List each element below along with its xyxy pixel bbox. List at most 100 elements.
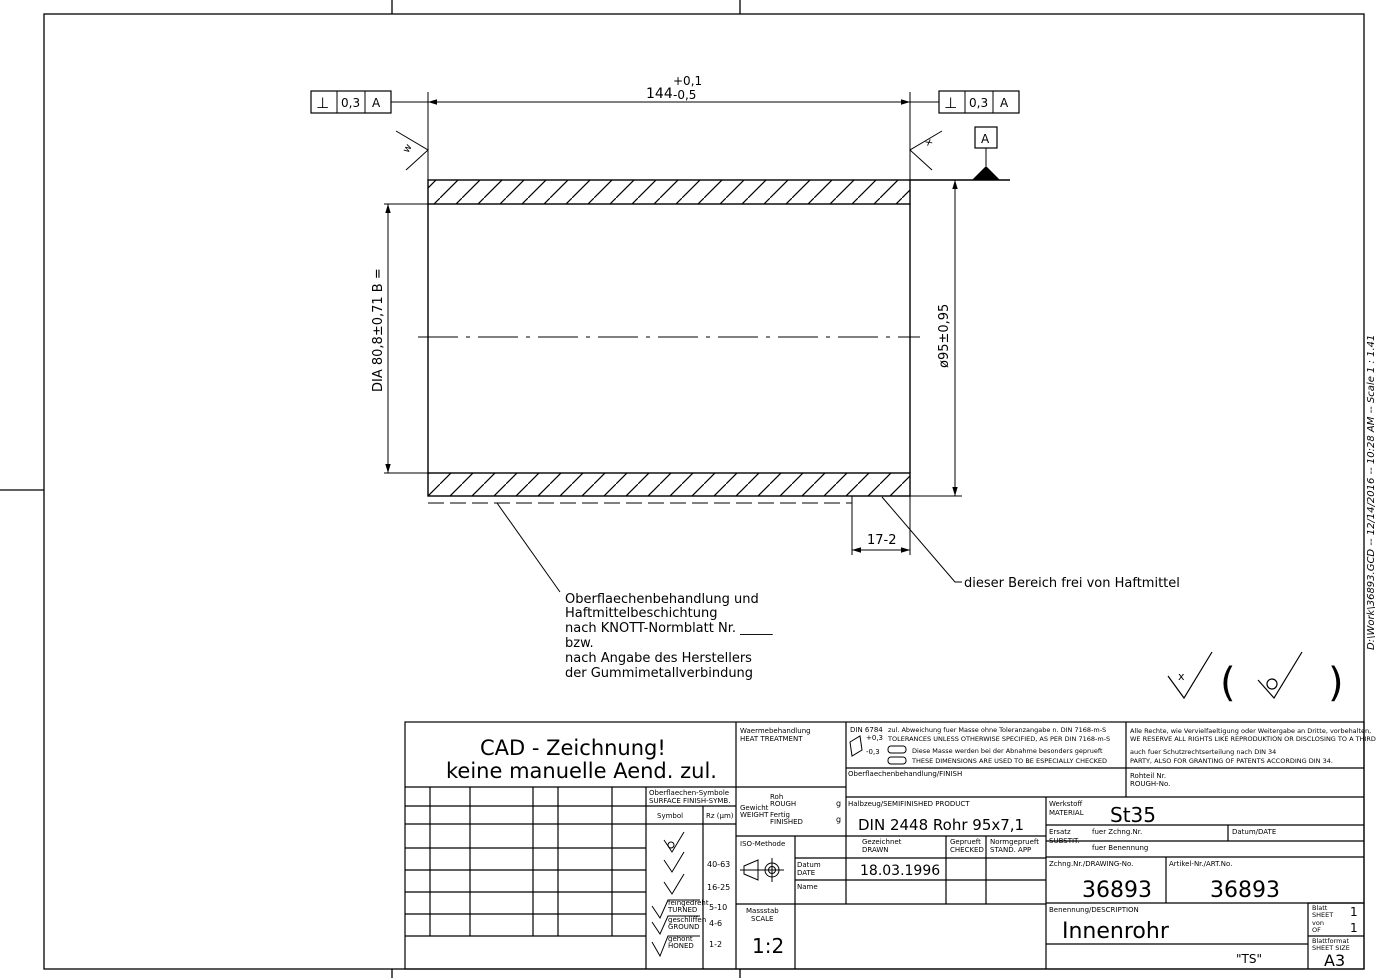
svg-text:zul. Abweichung fuer Masse ohn: zul. Abweichung fuer Masse ohne Toleranz… (888, 726, 1106, 734)
svg-text:HONED: HONED (668, 942, 694, 950)
svg-text:geschliffen: geschliffen (668, 916, 706, 924)
svg-text:g: g (836, 799, 841, 808)
svg-text:-0,3: -0,3 (866, 748, 880, 756)
svg-text:DATE: DATE (797, 869, 815, 877)
surface-mark-left: w (395, 130, 429, 171)
svg-text:GROUND: GROUND (668, 923, 700, 931)
file-path-note: D:\Work\36893.GCD -- 12/14/2016 -- 10:28… (1366, 335, 1376, 650)
svg-text:Blatt: Blatt (1312, 904, 1328, 912)
svg-text:SHEET SIZE: SHEET SIZE (1312, 944, 1350, 952)
svg-text:ROUGH: ROUGH (770, 800, 796, 808)
coating-leader (496, 502, 561, 593)
svg-text:17-2: 17-2 (867, 533, 897, 548)
svg-text:SUBSTIT.: SUBSTIT. (1049, 837, 1080, 845)
svg-text:auch fuer Schutzrechtserteilun: auch fuer Schutzrechtserteilung nach DIN… (1130, 748, 1276, 756)
svg-text:Oberflaechenbehandlung und: Oberflaechenbehandlung und (565, 592, 759, 607)
tolerance-frame-left: ⊥ 0,3 A (310, 90, 428, 114)
surface-mark-w: w (401, 142, 415, 155)
svg-text:1: 1 (1350, 905, 1358, 919)
svg-text:der Gummimetallverbindung: der Gummimetallverbindung (565, 666, 753, 681)
svg-text:1-2: 1-2 (709, 940, 722, 949)
svg-text:OF: OF (1312, 926, 1321, 934)
svg-text:MATERIAL: MATERIAL (1049, 809, 1084, 817)
datum-a-symbol: A (972, 126, 1000, 180)
svg-text:nach KNOTT-Normblatt Nr. _____: nach KNOTT-Normblatt Nr. _____ (565, 621, 773, 636)
svg-text:STAND. APP: STAND. APP (990, 846, 1031, 854)
svg-text:40-63: 40-63 (707, 860, 730, 869)
surface-mark-right: x (909, 130, 943, 171)
surface-mark-x: x (922, 137, 935, 148)
svg-text:nach Angabe des Herstellers: nach Angabe des Herstellers (565, 651, 752, 666)
svg-text:FINISHED: FINISHED (770, 818, 803, 826)
svg-text:g: g (836, 815, 841, 824)
svg-text:Alle Rechte, wie Vervielfaelti: Alle Rechte, wie Vervielfaeltigung oder … (1130, 727, 1371, 735)
svg-text:Gezeichnet: Gezeichnet (862, 838, 902, 846)
coating-note: Oberflaechenbehandlung und Haftmittelbes… (565, 592, 773, 681)
svg-text:"TS": "TS" (1236, 952, 1262, 966)
edge-symbol-icon (849, 735, 907, 765)
svg-text:): ) (1328, 660, 1344, 706)
svg-text:Name: Name (797, 883, 818, 891)
svg-text:TOLERANCES UNLESS OTHERWISE SP: TOLERANCES UNLESS OTHERWISE SPECIFIED, A… (887, 735, 1110, 743)
svg-text:WE RESERVE ALL RIGHTS LIKE REP: WE RESERVE ALL RIGHTS LIKE REPRODUKTION … (1130, 735, 1376, 743)
svg-text:Symbol: Symbol (657, 812, 683, 820)
svg-text:SURFACE FINISH-SYMB.: SURFACE FINISH-SYMB. (649, 797, 730, 805)
svg-text:0,3: 0,3 (969, 96, 988, 110)
length-lower-tol: -0,5 (673, 88, 696, 102)
svg-text:von: von (1312, 919, 1324, 927)
scale-value: 1:2 (752, 934, 784, 958)
svg-text:5-10: 5-10 (709, 903, 727, 912)
length-main: 144 (646, 86, 673, 102)
svg-text:x: x (1178, 670, 1185, 683)
svg-text:Haftmittelbeschichtung: Haftmittelbeschichtung (565, 606, 718, 621)
svg-text:Artikel-Nr./ART.No.: Artikel-Nr./ART.No. (1169, 860, 1232, 868)
svg-text:ISO-Methode: ISO-Methode (740, 840, 785, 848)
svg-text:Geprueft: Geprueft (950, 838, 981, 846)
length-upper-tol: +0,1 (673, 74, 702, 88)
svg-text:WEIGHT: WEIGHT (740, 811, 769, 819)
svg-text:HEAT TREATMENT: HEAT TREATMENT (740, 735, 803, 743)
svg-text:fuer Zchng.Nr.: fuer Zchng.Nr. (1092, 828, 1142, 836)
svg-text:Blattformat: Blattformat (1312, 937, 1349, 945)
part-description: Innenrohr (1062, 919, 1170, 944)
svg-text:DIN 6784: DIN 6784 (850, 726, 883, 734)
sheet-size: A3 (1324, 951, 1345, 970)
svg-text:Halbzeug/SEMIFINISHED PRODUCT: Halbzeug/SEMIFINISHED PRODUCT (848, 800, 970, 808)
perpendicularity-icon: ⊥ (944, 94, 957, 112)
svg-text:Waermebehandlung: Waermebehandlung (740, 727, 811, 735)
svg-text:Rz (µm): Rz (µm) (706, 812, 734, 820)
perpendicularity-icon: ⊥ (316, 94, 329, 112)
svg-text:bzw.: bzw. (565, 636, 594, 651)
tube-section (384, 92, 1010, 504)
svg-text:gehont: gehont (668, 935, 693, 943)
cad-notice-line2: keine manuelle Aend. zul. (446, 759, 717, 783)
svg-text:Zchng.Nr./DRAWING-No.: Zchng.Nr./DRAWING-No. (1049, 860, 1133, 868)
length-dimension: 144 +0,1 -0,5 (428, 74, 910, 105)
svg-text:Oberflaechen-Symbole: Oberflaechen-Symbole (649, 789, 729, 797)
drawn-date: 18.03.1996 (860, 863, 940, 879)
surface-finish-icons (651, 831, 700, 958)
svg-text:Werkstoff: Werkstoff (1049, 800, 1082, 808)
svg-text:Normgeprueft: Normgeprueft (990, 838, 1039, 846)
svg-text:Massstab: Massstab (746, 907, 779, 915)
svg-text:SCALE: SCALE (751, 915, 773, 923)
semifinished-product: DIN 2448 Rohr 95x7,1 (858, 816, 1024, 834)
free-area-note: dieser Bereich frei von Haftmittel (964, 576, 1180, 591)
svg-text:Benennung/DESCRIPTION: Benennung/DESCRIPTION (1049, 906, 1139, 914)
projection-icon (740, 858, 784, 882)
svg-text:+0,3: +0,3 (866, 734, 883, 742)
svg-text:0,3: 0,3 (341, 96, 360, 110)
tolerance-frame-right: ⊥ 0,3 A (910, 90, 1020, 114)
svg-text:Rohteil Nr.: Rohteil Nr. (1130, 772, 1166, 780)
svg-text:1: 1 (1350, 921, 1358, 935)
cad-notice-line1: CAD - Zeichnung! (480, 736, 666, 760)
svg-text:A: A (372, 96, 381, 110)
outer-diameter-label: ø95±0,95 (937, 304, 952, 368)
svg-text:Gewicht: Gewicht (740, 804, 769, 812)
svg-text:ROUGH-No.: ROUGH-No. (1130, 780, 1170, 788)
free-zone-dimension: 17-2 (851, 496, 911, 555)
svg-text:Oberflaechenbehandlung/FINISH: Oberflaechenbehandlung/FINISH (848, 770, 962, 778)
svg-text:Diese Masse werden bei der Abn: Diese Masse werden bei der Abnahme beson… (912, 747, 1103, 755)
svg-text:Fertig: Fertig (770, 811, 790, 819)
